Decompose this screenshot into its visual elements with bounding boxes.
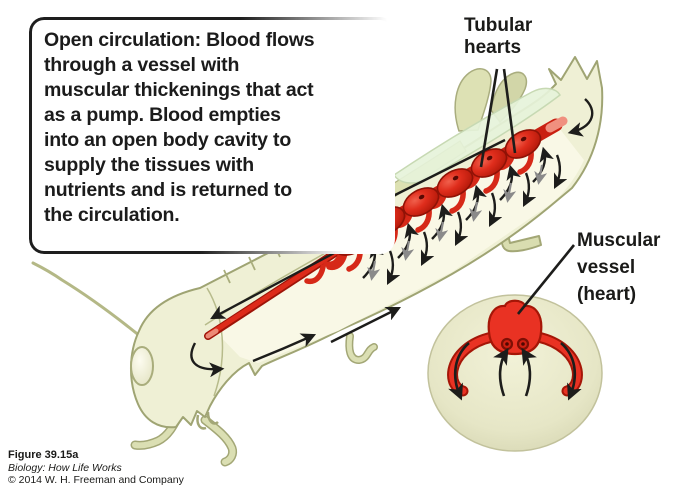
cross-section-inset	[427, 294, 603, 452]
callout-border	[29, 17, 395, 254]
heart-cross-section	[487, 299, 543, 356]
gray-seep-arrows	[367, 164, 548, 281]
eye	[130, 346, 154, 386]
pointer-lines	[479, 68, 576, 315]
copyright-line: © 2014 W. H. Freeman and Company	[8, 474, 184, 486]
antenna	[31, 261, 148, 343]
book-title: Biology: How Life Works	[8, 462, 122, 474]
callout-box: Open circulation: Blood flows through a …	[29, 17, 395, 254]
figure-caption: Figure 39.15a Biology: How Life Works © …	[8, 449, 184, 486]
figure-number: Figure 39.15a	[8, 449, 79, 461]
label-muscular-vessel: Muscular vessel (heart)	[577, 230, 661, 305]
callout-text: Open circulation: Blood flows through a …	[44, 29, 315, 226]
label-tubular-hearts: Tubular hearts	[464, 15, 533, 58]
